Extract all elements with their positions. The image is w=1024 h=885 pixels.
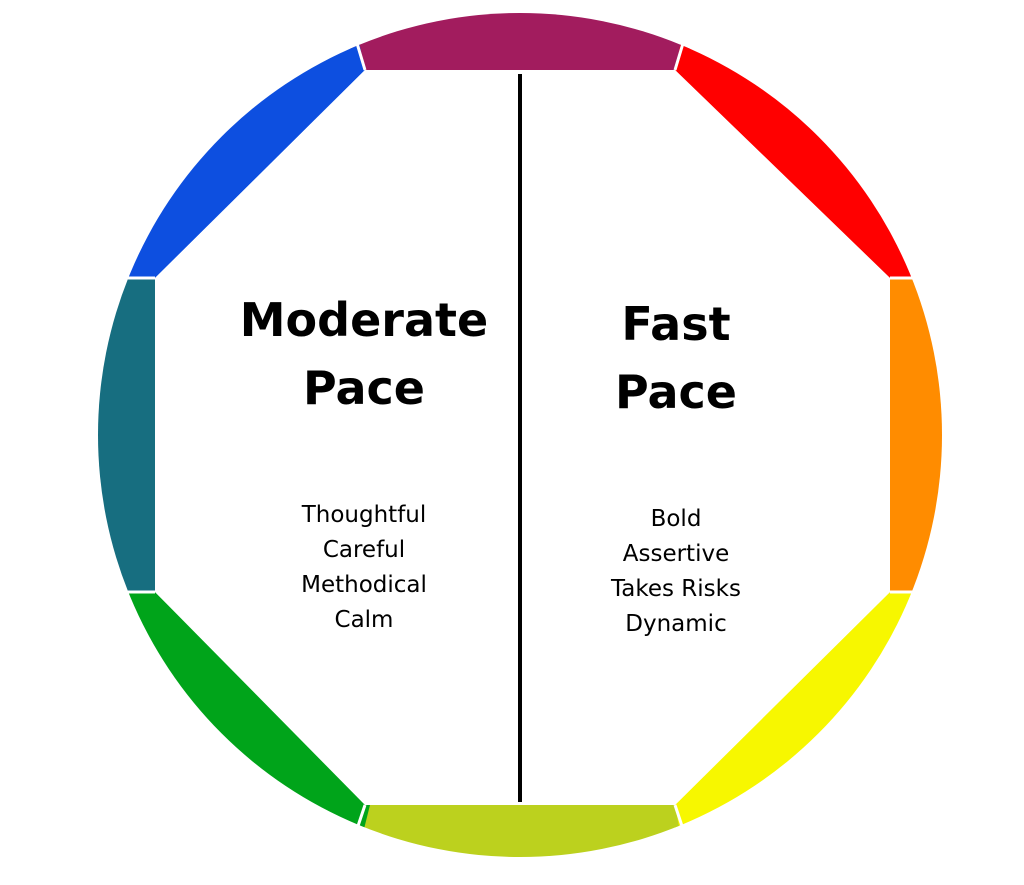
segment-left: [98, 278, 155, 592]
moderate-heading-line2: Pace: [303, 361, 425, 415]
trait-item: Assertive: [622, 541, 730, 567]
trait-item: Careful: [322, 537, 406, 563]
inner-panel: [155, 70, 890, 805]
trait-item: Dynamic: [625, 611, 727, 637]
fast-heading-line2: Pace: [615, 365, 737, 419]
fast-pace-traits: Bold Assertive Takes Risks Dynamic: [566, 502, 786, 642]
trait-item: Bold: [650, 506, 702, 532]
moderate-pace-heading: Moderate Pace: [214, 286, 514, 422]
fast-pace-heading: Fast Pace: [526, 290, 826, 426]
trait-item: Methodical: [301, 572, 427, 598]
fast-heading-line1: Fast: [621, 297, 731, 351]
trait-item: Calm: [334, 607, 394, 633]
trait-item: Takes Risks: [611, 576, 741, 602]
segment-top: [350, 13, 690, 70]
moderate-heading-line1: Moderate: [239, 293, 489, 347]
moderate-pace-traits: Thoughtful Careful Methodical Calm: [254, 498, 474, 638]
trait-item: Thoughtful: [301, 502, 427, 528]
segment-right: [890, 278, 942, 592]
segment-bottom: [350, 805, 690, 857]
